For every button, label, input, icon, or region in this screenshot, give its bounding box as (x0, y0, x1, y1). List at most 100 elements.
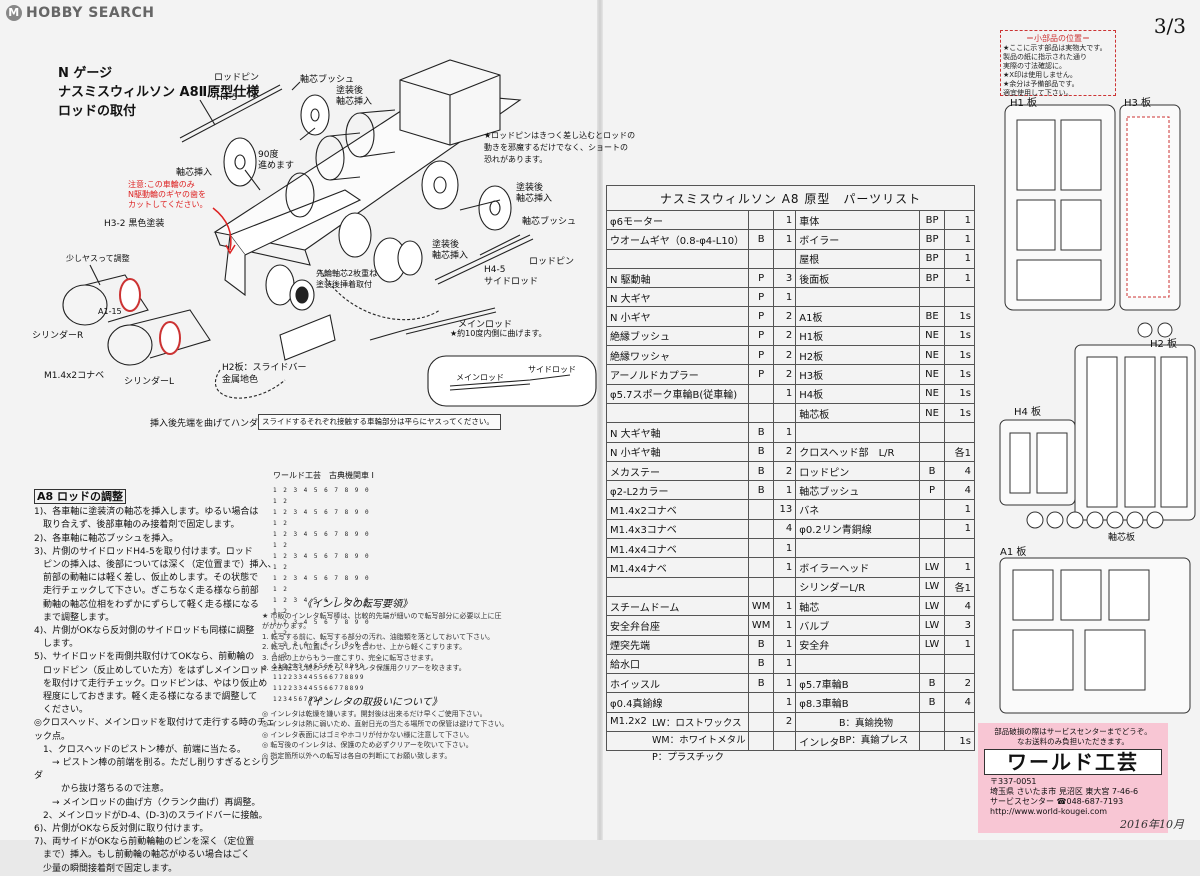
parts-cell: P (747, 364, 775, 385)
parts-cell (795, 287, 920, 308)
parts-cell: 1s (944, 325, 975, 347)
label-tosougo-1: 塗装後 軸芯挿入 (336, 86, 373, 107)
parts-cell: 1 (773, 595, 797, 617)
legend-b: B：真鍮挽物 (839, 718, 894, 729)
parts-cell: 1s (944, 383, 975, 404)
parts-cell: B (918, 460, 946, 482)
parts-cell: B (747, 422, 775, 443)
parts-cell: 1 (944, 248, 975, 269)
parts-cell: NE (918, 325, 946, 347)
label-a1-15: A1-15 (98, 307, 122, 316)
parts-cell (747, 499, 775, 520)
panel-label-jikushin: 軸芯板 (1108, 533, 1136, 543)
parts-cell (918, 731, 946, 752)
parts-cell (747, 576, 775, 597)
label-m14x2: M1.4x2コナベ (44, 371, 105, 381)
parts-cell (747, 557, 775, 578)
parts-cell: LW (918, 634, 946, 655)
label-main-rod-2: メインロッド (456, 373, 504, 382)
parts-cell: H2板 (795, 345, 920, 366)
inleta-handling-guide: 《インレタの取扱いについて》 ◎ インレタは乾燥を嫌います。開封後は出来るだけ早… (262, 697, 512, 761)
parts-cell: 1 (773, 673, 797, 694)
label-jikushin-bush: 軸芯ブッシュ (300, 75, 355, 85)
parts-cell: 1 (773, 383, 797, 404)
parts-cell: 1 (773, 538, 797, 559)
parts-cell (944, 422, 975, 443)
decal-row: 112233445566778899 (273, 674, 366, 681)
parts-cell: H3板 (795, 364, 920, 385)
parts-cell: 2 (773, 325, 797, 347)
parts-cell (747, 402, 775, 424)
parts-cell: 1 (773, 287, 797, 308)
handwritten-date: 2016年10月 (1120, 818, 1184, 831)
parts-cell: 2 (773, 460, 797, 482)
panel-label-a1: A1 板 (1000, 547, 1027, 558)
small-parts-title: ＝小部品の位置＝ (1026, 34, 1090, 43)
parts-cell: B (747, 673, 775, 694)
parts-cell: 各1 (944, 576, 975, 597)
parts-cell: 1 (773, 229, 797, 250)
parts-cell: 1 (944, 557, 975, 578)
label-jikushin-bush-2: 軸芯ブッシュ (522, 217, 577, 227)
parts-cell: 軸芯 (795, 595, 920, 617)
parts-cell: 1 (773, 422, 797, 443)
parts-cell: ロッドピン (795, 460, 920, 482)
parts-cell: ボイラー (795, 229, 920, 250)
parts-cell: 1 (773, 615, 797, 636)
parts-cell (918, 499, 946, 520)
decal-row: 1 2 3 4 5 6 7 8 9 0 1 2 (273, 575, 371, 593)
company-address: 埼玉県 さいたま市 見沼区 東大宮 7-46-6 (990, 787, 1139, 796)
parts-cell: 1 (773, 692, 797, 713)
panel-label-h4: H4 板 (1014, 407, 1042, 418)
parts-cell: 車体 (795, 209, 920, 231)
parts-cell (606, 402, 749, 424)
parts-cell: B (747, 634, 775, 655)
parts-cell: 各1 (944, 441, 975, 462)
parts-cell: 2 (773, 364, 797, 385)
label-main-rod-note: ★約10度内側に曲げます。 (450, 329, 547, 338)
label-cylinder-l: シリンダーL (124, 377, 175, 387)
parts-cell (773, 576, 797, 597)
parts-cell: LW (918, 557, 946, 578)
legend-bp: BP：真鍮プレス (839, 735, 909, 746)
decal-row: 1 2 3 4 5 6 7 8 9 0 1 2 (273, 487, 371, 505)
parts-cell (773, 248, 797, 269)
parts-cell: BP (918, 229, 946, 250)
parts-cell: 4 (944, 595, 975, 617)
parts-cell (747, 383, 775, 404)
parts-cell (747, 538, 775, 559)
parts-cell: 1s (944, 364, 975, 385)
panel-label-h2: H2 板 (1150, 339, 1178, 350)
parts-cell (773, 731, 797, 752)
parts-cell: 2 (773, 441, 797, 462)
parts-cell: N 小ギヤ軸 (606, 441, 749, 462)
parts-cell (747, 692, 775, 713)
inleta-handling-heading: 《インレタの取扱いについて》 (302, 697, 442, 708)
parts-cell: φ6モーター (606, 209, 749, 231)
parts-cell: B (747, 480, 775, 501)
parts-cell: バルブ (795, 615, 920, 636)
company-notice: 部品破損の際はサービスセンターまでどうぞ。 なお送料のみ負担いただきます。 (994, 727, 1152, 746)
legend-lw: LW：ロストワックス (652, 718, 742, 729)
parts-cell: 1 (773, 634, 797, 655)
